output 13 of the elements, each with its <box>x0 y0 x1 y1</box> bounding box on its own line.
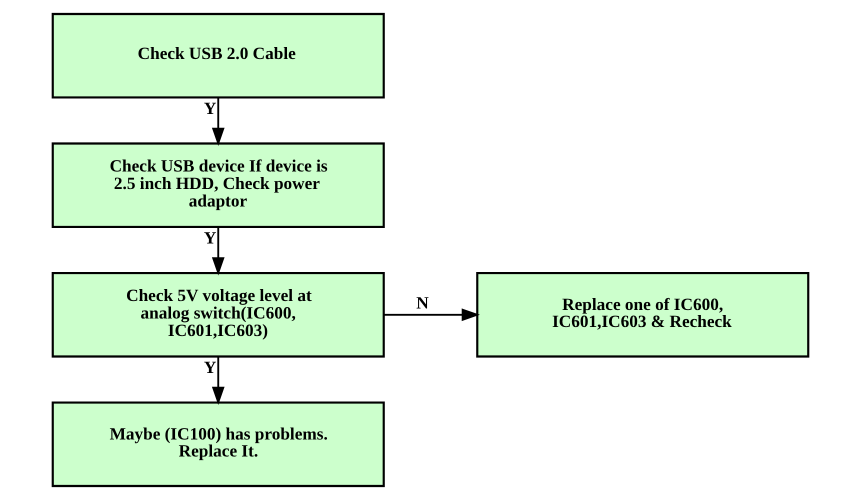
arrow <box>212 356 225 405</box>
node-box: Check 5V voltage level at analog switch(IC600, IC601,IC603) <box>52 272 385 358</box>
edge-label: Y <box>204 358 216 377</box>
edge-label: Y <box>204 228 216 248</box>
node-box: Maybe (IC100) has problems. Replace It. <box>52 401 385 488</box>
edge-label: N <box>416 293 429 312</box>
arrow <box>384 308 480 322</box>
edge-label: Y <box>204 98 216 118</box>
arrow <box>212 227 225 276</box>
node-box: Check USB device If device is 2.5 inch HDD, Check power adaptor <box>52 142 385 228</box>
node-box: Replace one of IC600, IC601,IC603 & Recheck <box>476 272 810 358</box>
arrow <box>212 98 225 146</box>
node-box: Check USB 2.0 Cable <box>52 12 385 99</box>
